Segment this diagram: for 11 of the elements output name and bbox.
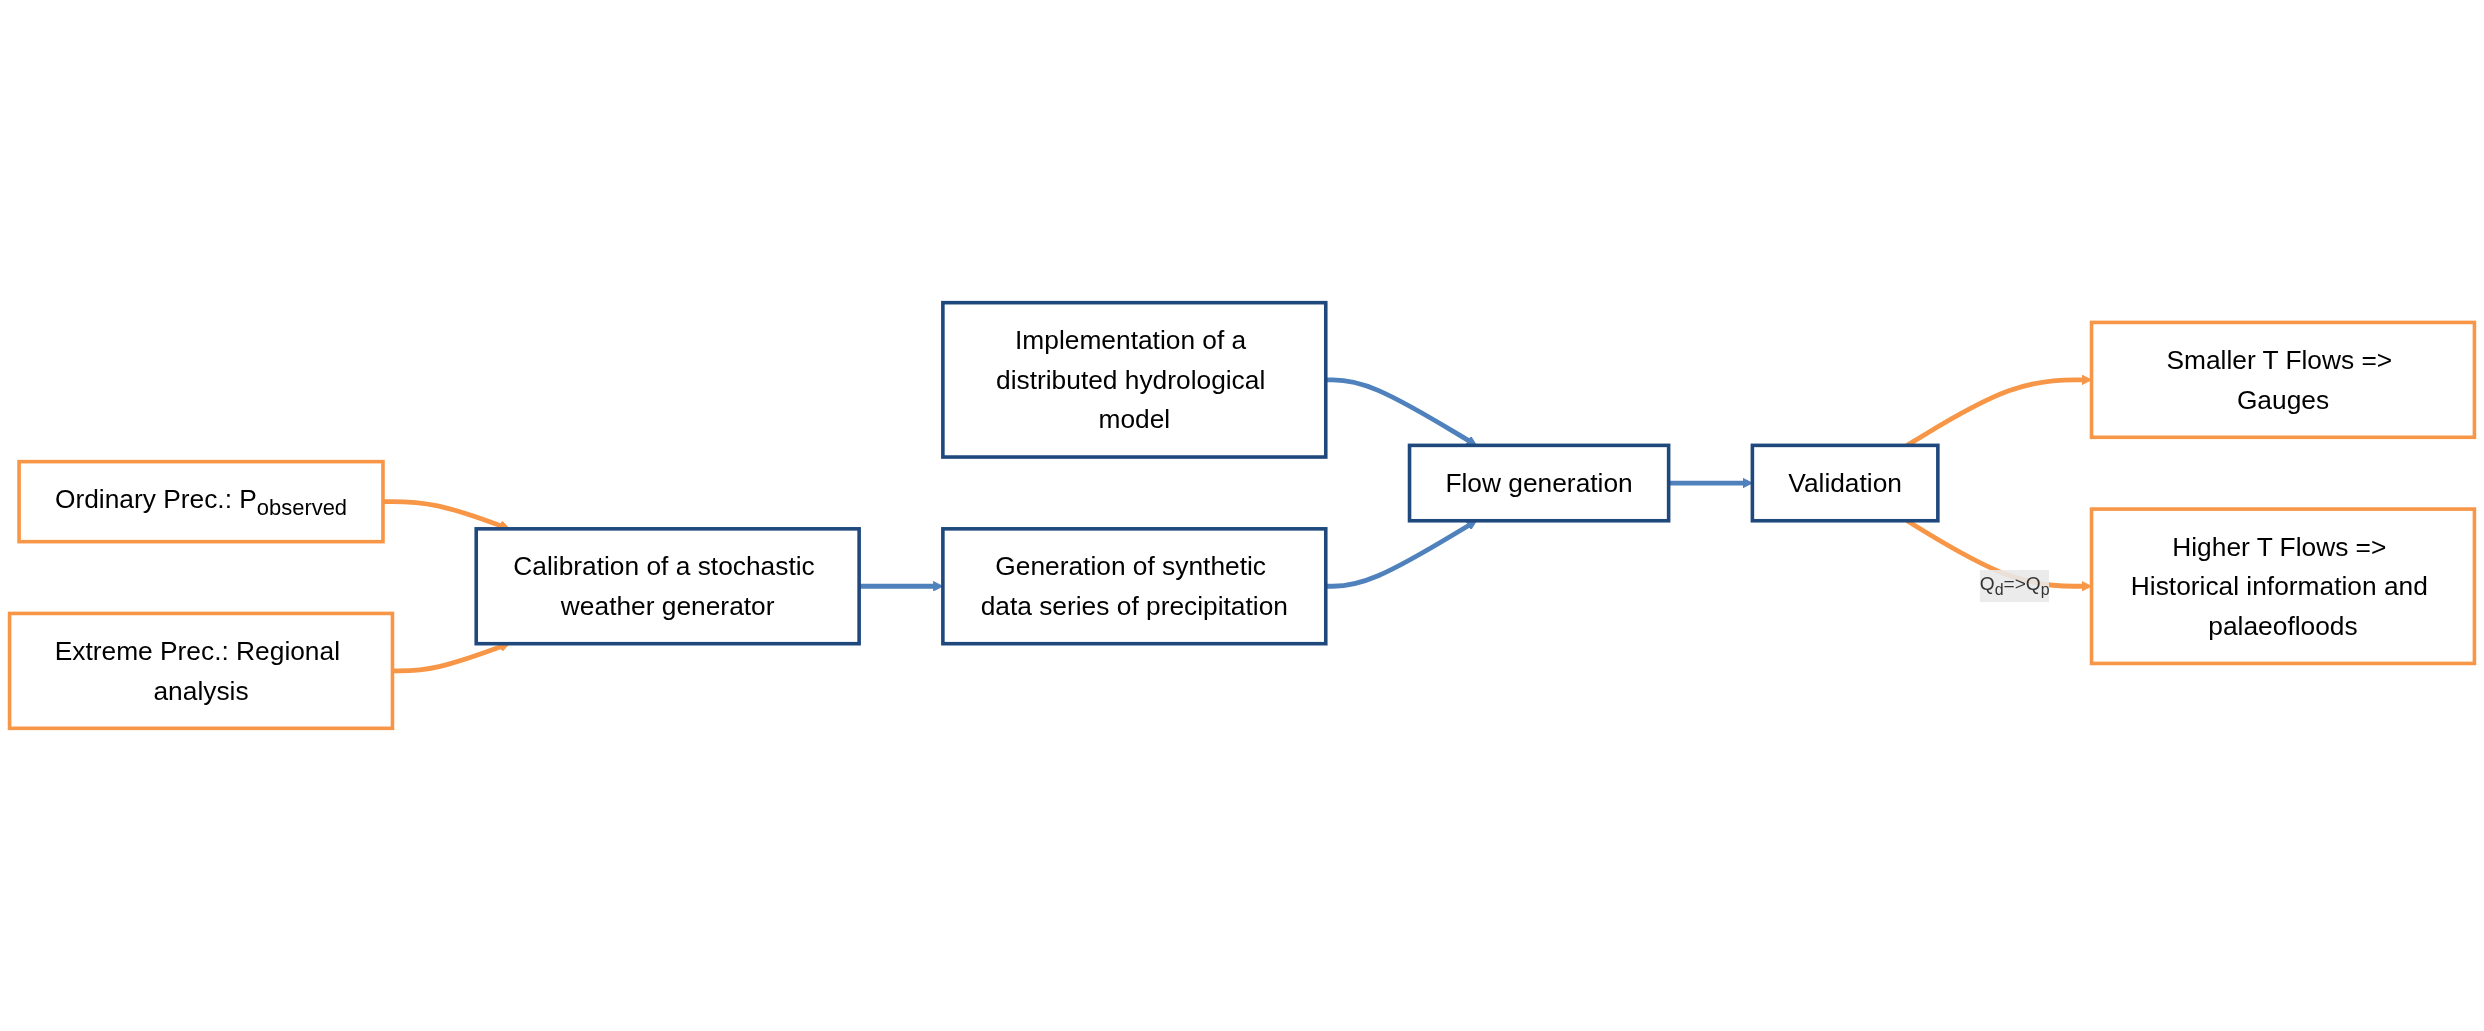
- edge-label: Q$_{d}$=>Q$_{p}$: [1979, 573, 2050, 599]
- node-box: Calibration of a stochastic weather generator: [474, 527, 861, 646]
- node-box: Implementation of a distributed hydrological model: [941, 300, 1328, 459]
- arrow: [859, 581, 944, 592]
- node-box: Ordinary Prec.: P$_{observed}$: [17, 459, 385, 544]
- node-box: Higher T Flows => Historical information and palaeofloods: [2089, 507, 2477, 666]
- node-box: Extreme Prec.: Regional analysis: [7, 611, 395, 731]
- node-box: Flow generation: [1407, 443, 1671, 523]
- node-box: Validation: [1750, 443, 1940, 523]
- node-box: Generation of synthetic data series of precipitation: [941, 527, 1328, 646]
- node-box: Smaller T Flows => Gauges: [2089, 320, 2477, 440]
